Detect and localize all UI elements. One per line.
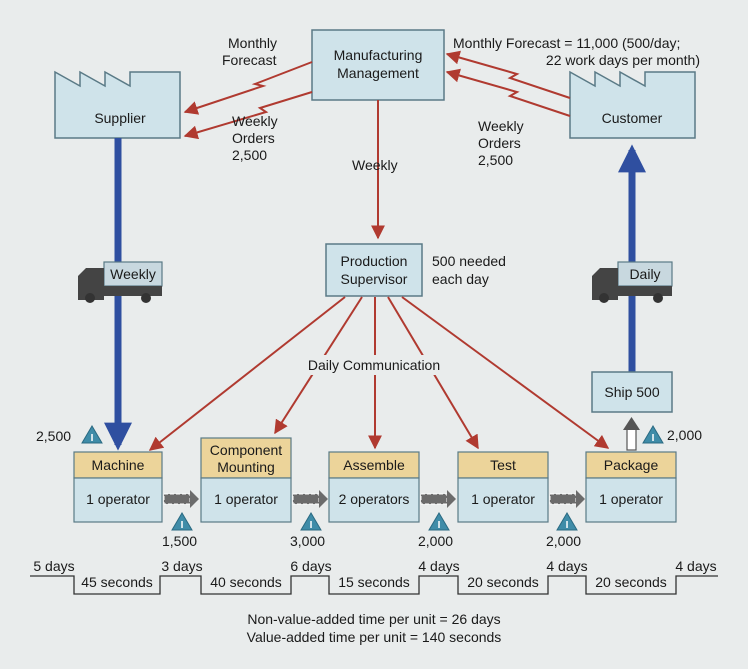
inventory-symbol: I: [438, 520, 441, 531]
weekly-orders-customer-line2: Orders: [478, 135, 521, 151]
process-name: Test: [490, 457, 516, 473]
inventory-2-label: 3,000: [290, 533, 325, 549]
push-arrow-icon: [549, 490, 585, 508]
weekly-orders-supplier-line1: Weekly: [232, 113, 278, 129]
monthly-forecast-left-line2: Forecast: [222, 52, 277, 68]
supervisor-note-line2: each day: [432, 271, 489, 287]
forecast-to-supplier-arrow: [183, 61, 313, 115]
process-name-line1: Component: [210, 442, 282, 458]
daily-arrow-machine: [148, 296, 346, 451]
timeline-days-0: 5 days: [33, 558, 74, 574]
timeline-days-4: 4 days: [546, 558, 587, 574]
timeline-seconds-3: 20 seconds: [467, 574, 539, 590]
process-name: Package: [604, 457, 659, 473]
timeline-days-5: 4 days: [675, 558, 716, 574]
inventory-symbol: I: [91, 433, 94, 444]
process-component-mounting: Component Mounting 1 operator: [200, 437, 292, 523]
summary-value-added: Value-added time per unit = 140 seconds: [247, 629, 502, 645]
push-arrow-icon: [292, 490, 328, 508]
management-title-line1: Manufacturing: [334, 47, 423, 63]
truck-left-label: Weekly: [110, 266, 156, 282]
inventory-triangle-icon: I: [81, 425, 103, 444]
customer-factory: Customer: [569, 70, 696, 139]
inventory-raw-label: 2,500: [36, 428, 71, 444]
truck-icon: [592, 261, 673, 303]
process-package: Package 1 operator: [585, 451, 677, 523]
production-supervisor-box: Production Supervisor: [325, 243, 423, 297]
timeline-seconds-4: 20 seconds: [595, 574, 667, 590]
push-arrow-icon: [420, 490, 456, 508]
inventory-triangle-icon: I: [171, 512, 193, 531]
process-operators: 1 operator: [471, 491, 535, 507]
supplier-label: Supplier: [94, 110, 146, 126]
inventory-symbol: I: [566, 520, 569, 531]
supervisor-note-line1: 500 needed: [432, 253, 506, 269]
process-name-line2: Mounting: [217, 459, 275, 475]
inventory-symbol: I: [181, 520, 184, 531]
process-name: Assemble: [343, 457, 405, 473]
summary-non-value-added: Non-value-added time per unit = 26 days: [247, 611, 500, 627]
timeline-ladder: [30, 575, 718, 595]
process-operators: 2 operators: [339, 491, 410, 507]
orders-to-supplier-arrow: [183, 91, 313, 140]
timeline-days-3: 4 days: [418, 558, 459, 574]
inventory-4-label: 2,000: [546, 533, 581, 549]
inventory-triangle-icon: I: [642, 425, 664, 444]
monthly-forecast-right-line2: 22 work days per month): [546, 52, 700, 68]
inventory-symbol: I: [310, 520, 313, 531]
process-name: Machine: [92, 457, 145, 473]
process-operators: 1 operator: [214, 491, 278, 507]
factory-icon: [54, 70, 181, 139]
inventory-triangle-icon: I: [300, 512, 322, 531]
inventory-triangle-icon: I: [428, 512, 450, 531]
supervisor-title-line1: Production: [341, 253, 408, 269]
factory-icon: [569, 70, 696, 139]
customer-label: Customer: [602, 110, 663, 126]
weekly-orders-customer-line3: 2,500: [478, 152, 513, 168]
ship-label: Ship 500: [604, 384, 659, 400]
process-test: Test 1 operator: [457, 451, 549, 523]
daily-arrow-package: [401, 296, 610, 449]
inventory-3-label: 2,000: [418, 533, 453, 549]
timeline-seconds-0: 45 seconds: [81, 574, 153, 590]
process-operators: 1 operator: [86, 491, 150, 507]
weekly-schedule-label: Weekly: [352, 157, 398, 173]
daily-communication-label: Daily Communication: [308, 357, 440, 373]
daily-communication-label-bg: [298, 355, 450, 375]
truck-icon: [78, 261, 163, 303]
ship-box: Ship 500: [591, 371, 673, 413]
inventory-finished-label: 2,000: [667, 427, 702, 443]
manufacturing-management-box: Manufacturing Management: [311, 29, 445, 101]
timeline-seconds-1: 40 seconds: [210, 574, 282, 590]
timeline-days-1: 3 days: [161, 558, 202, 574]
inventory-1-label: 1,500: [162, 533, 197, 549]
supplier-factory: Supplier: [54, 70, 181, 139]
weekly-orders-supplier-line3: 2,500: [232, 147, 267, 163]
timeline-seconds-2: 15 seconds: [338, 574, 410, 590]
customer-forecast-arrow: [445, 50, 571, 99]
management-title-line2: Management: [337, 65, 419, 81]
inventory-symbol: I: [652, 433, 655, 444]
inventory-triangle-icon: I: [556, 512, 578, 531]
monthly-forecast-left-line1: Monthly: [228, 35, 277, 51]
push-arrow-icon: [163, 490, 199, 508]
weekly-orders-customer-line1: Weekly: [478, 118, 524, 134]
package-to-ship-arrow: [623, 417, 640, 451]
customer-orders-arrow: [445, 68, 571, 117]
weekly-orders-supplier-line2: Orders: [232, 130, 275, 146]
truck-right-label: Daily: [629, 266, 660, 282]
supervisor-title-line2: Supervisor: [341, 271, 408, 287]
process-machine: Machine 1 operator: [73, 451, 163, 523]
process-operators: 1 operator: [599, 491, 663, 507]
timeline-days-2: 6 days: [290, 558, 331, 574]
process-assemble: Assemble 2 operators: [328, 451, 420, 523]
monthly-forecast-right-line1: Monthly Forecast = 11,000 (500/day;: [453, 35, 680, 51]
